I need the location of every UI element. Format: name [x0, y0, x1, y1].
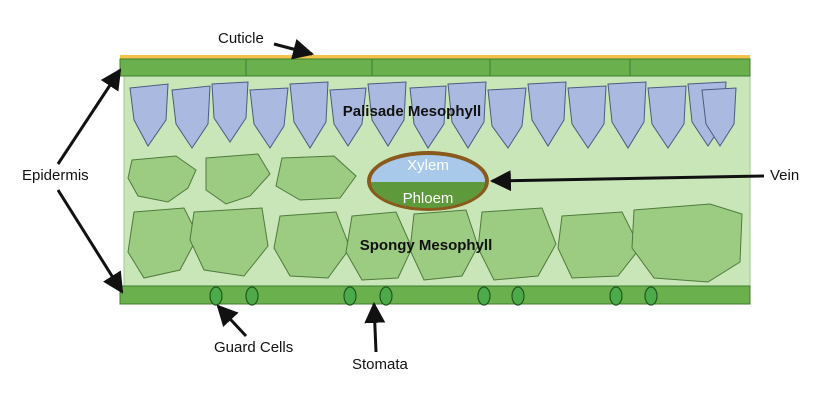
vein-label: Vein: [770, 167, 799, 184]
vein: Xylem Phloem: [367, 151, 489, 211]
xylem-label: Xylem: [407, 157, 449, 174]
epidermis-label: Epidermis: [22, 167, 89, 184]
cuticle-arrow: [273, 39, 315, 60]
epidermis-arrow-lower: [56, 189, 124, 294]
stomata-arrow: [364, 301, 386, 353]
cuticle-layer: [120, 55, 750, 59]
vein-arrow: [489, 170, 765, 192]
callout-arrows: [56, 39, 765, 353]
cuticle-label: Cuticle: [218, 30, 264, 47]
spongy-mesophyll-cells: [127, 153, 743, 283]
guard-cells: [209, 286, 658, 306]
guard-cells-arrow: [216, 304, 248, 338]
phloem-label: Phloem: [403, 190, 454, 207]
palisade-mesophyll-label: Palisade Mesophyll: [343, 103, 481, 120]
epidermis-arrow-upper: [56, 68, 122, 165]
upper-epidermis: [119, 58, 751, 77]
palisade-mesophyll-cells: [129, 81, 737, 149]
stomata-label: Stomata: [352, 356, 409, 373]
guard-cells-label: Guard Cells: [214, 339, 293, 356]
lower-epidermis: [119, 285, 751, 305]
spongy-mesophyll-label: Spongy Mesophyll: [360, 237, 493, 254]
